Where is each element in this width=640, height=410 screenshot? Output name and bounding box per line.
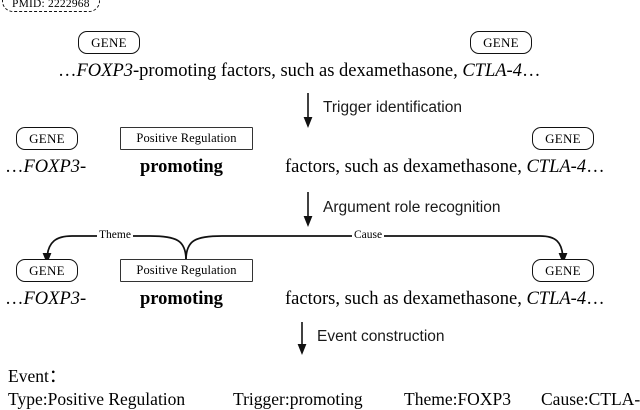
ellipsis-lead: … — [5, 289, 24, 309]
tag-label: GENE — [91, 34, 127, 50]
tag-label: Positive Regulation — [136, 131, 237, 145]
row2-gene-tag-ctla4: GENE — [532, 127, 594, 150]
hyphen: - — [80, 289, 87, 309]
step-label-argument-role-recognition: Argument role recognition — [323, 199, 501, 216]
mention-foxp3: FOXP3 — [23, 289, 81, 309]
mention-foxp3: FOXP3 — [76, 61, 134, 81]
step-label-trigger-identification: Trigger identification — [323, 99, 462, 116]
row2-trigger-word: promoting — [140, 157, 223, 177]
cause-arrowhead — [558, 253, 568, 264]
row3-segment-right: factors, such as dexamethasone, CTLA-4… — [285, 288, 605, 310]
ellipsis-trail: … — [586, 157, 605, 177]
mention-foxp3: FOXP3 — [23, 157, 81, 177]
mention-ctla4: CTLA-4 — [526, 157, 587, 177]
ellipsis-lead: … — [58, 61, 77, 81]
row1-gene-tag-foxp3: GENE — [78, 31, 140, 54]
event-field-cause: Cause:CTLA-4 — [541, 389, 640, 409]
pmid-text: PMID: 2222968 — [12, 0, 90, 10]
tag-label: GENE — [29, 262, 65, 278]
row3-trigger-word: promoting — [140, 289, 223, 309]
row2-segment-right: factors, such as dexamethasone, CTLA-4… — [285, 156, 605, 178]
mention-ctla4: CTLA-4 — [462, 61, 522, 81]
row1-gene-tag-ctla4: GENE — [470, 31, 532, 54]
row2-trigger-tag-positive-regulation: Positive Regulation — [120, 127, 253, 150]
event-field-trigger: Trigger:promoting — [233, 389, 363, 409]
pmid-badge: PMID: 2222968 — [2, 0, 100, 12]
sentence-middle: factors, such as dexamethasone, — [285, 157, 527, 177]
event-field-theme: Theme:FOXP3 — [404, 389, 511, 409]
event-heading: Event： — [8, 366, 67, 386]
tag-label: GENE — [545, 262, 581, 278]
row3-segment-left: …FOXP3- — [5, 288, 86, 310]
theme-arrowhead — [42, 253, 52, 264]
sentence-middle: factors, such as dexamethasone, — [285, 289, 527, 309]
tag-label: Positive Regulation — [136, 263, 237, 277]
row3-gene-tag-foxp3: GENE — [16, 259, 78, 282]
tag-label: GENE — [545, 130, 581, 146]
row3-trigger-tag-positive-regulation: Positive Regulation — [120, 259, 253, 282]
row2-gene-tag-foxp3: GENE — [16, 127, 78, 150]
down-arrow-icon-step2 — [303, 192, 313, 227]
down-arrow-icon-step3 — [297, 322, 307, 355]
sentence-middle: -promoting factors, such as dexamethason… — [133, 61, 463, 81]
ellipsis-trail: … — [521, 61, 541, 81]
ellipsis-lead: … — [5, 157, 24, 177]
event-field-type: Type:Positive Regulation — [8, 389, 186, 409]
row2-segment-left: …FOXP3- — [5, 156, 86, 178]
row1-sentence: …FOXP3-promoting factors, such as dexame… — [58, 60, 540, 82]
hyphen: - — [80, 157, 87, 177]
mention-ctla4: CTLA-4 — [526, 289, 587, 309]
tag-label: GENE — [29, 130, 65, 146]
ellipsis-trail: … — [586, 289, 605, 309]
arc-label-cause: Cause — [352, 229, 385, 242]
down-arrow-icon-step1 — [303, 93, 313, 128]
step-label-event-construction: Event construction — [317, 328, 445, 345]
arc-label-theme: Theme — [97, 229, 133, 242]
event-field-list: Type:Positive Regulation Trigger:promoti… — [8, 389, 640, 410]
tag-label: GENE — [483, 34, 519, 50]
row3-gene-tag-ctla4: GENE — [532, 259, 594, 282]
